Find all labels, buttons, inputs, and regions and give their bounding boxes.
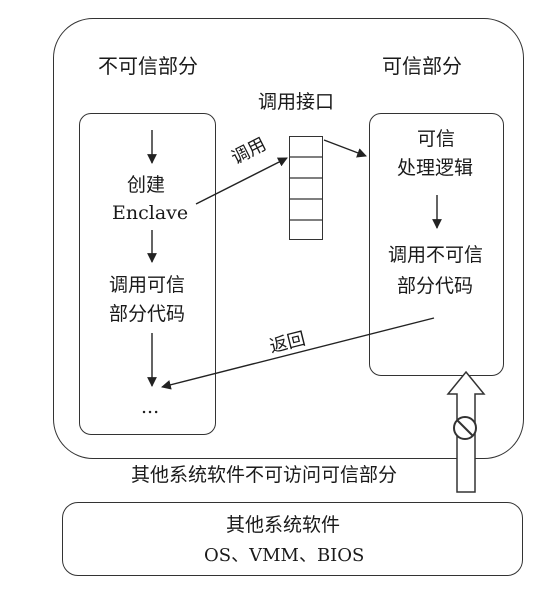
return-arrow [161,317,435,390]
trusted-logic-line2: 处理逻辑 [397,157,474,179]
create-enclave-label-line1: 创建 [127,174,166,196]
trusted-part-title: 可信部分 [382,54,462,78]
trusted-logic-line1: 可信 [417,128,456,150]
create-enclave-label-line2: Enclave [112,202,189,224]
other-software-components: OS、VMM、BIOS [204,545,365,566]
trusted-part-box [369,113,504,376]
ellipsis-label: ... [141,396,160,418]
system-container [53,18,524,459]
call-trusted-code-line1: 调用可信 [109,274,186,296]
untrusted-part-title: 不可信部分 [98,54,198,78]
call-untrusted-code-line1: 调用不可信 [388,244,484,266]
prohibition-icon [453,416,477,440]
call-untrusted-code-line2: 部分代码 [397,275,474,297]
interface-label: 调用接口 [258,91,335,113]
blocked-access-note: 其他系统软件不可访问可信部分 [131,464,398,486]
other-software-box [62,502,523,576]
interface-stack [289,136,323,240]
interface-to-trusted-arrow [323,139,367,158]
interface-stack-cells [289,156,323,221]
other-software-title: 其他系统软件 [226,514,341,536]
call-trusted-code-line2: 部分代码 [109,303,186,325]
call-arrow [195,157,288,205]
untrusted-part-box [79,113,216,435]
